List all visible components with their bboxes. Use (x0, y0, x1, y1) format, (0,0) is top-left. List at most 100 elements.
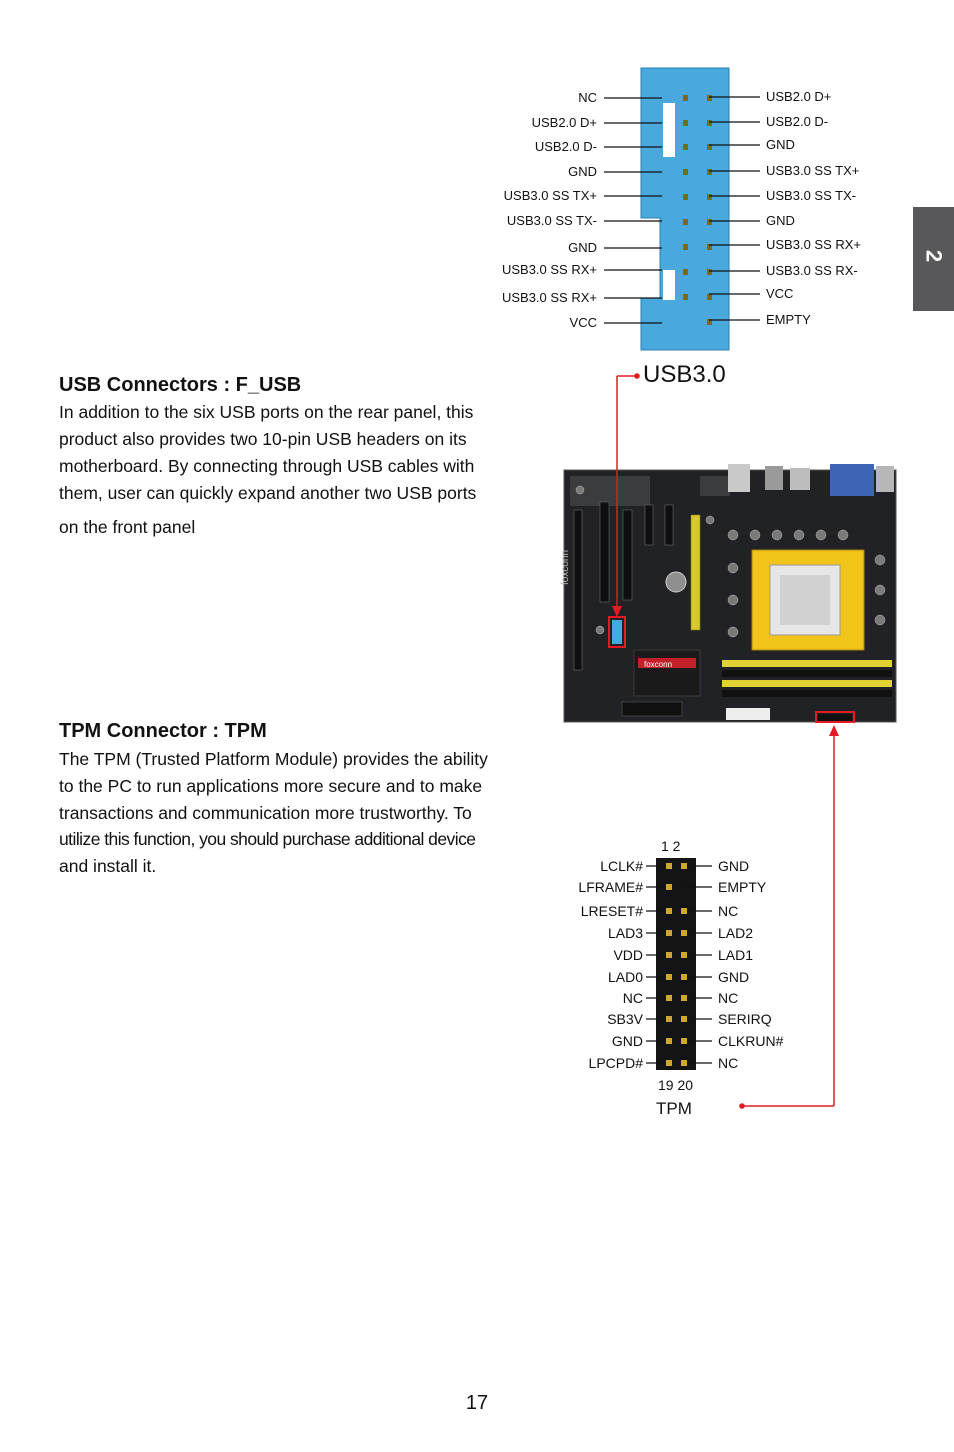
tpm-left-pin-label: LPCPD# (588, 1055, 643, 1071)
tpm-pin (666, 952, 672, 958)
usb3-left-pin-label: GND (568, 164, 597, 179)
tpm-left-pin-label: VDD (613, 947, 643, 963)
motherboard-image: foxconn foxconn (560, 464, 897, 723)
tpm-pin-numbers-bottom: 19 20 (658, 1077, 694, 1093)
tpm-pin (681, 974, 687, 980)
usb3-right-pin-label: USB3.0 SS RX- (766, 263, 858, 278)
usb-section-line-1: In addition to the six USB ports on the … (59, 402, 474, 422)
tpm-pin (666, 1060, 672, 1066)
usb3-header-key-bottom (663, 270, 675, 300)
tpm-section-title: TPM Connector : TPM (59, 720, 267, 742)
usb-section-line-5: on the front panel (59, 517, 196, 537)
tpm-header-body (656, 858, 696, 1070)
usb3-right-pin-label: VCC (766, 286, 794, 301)
chapter-tab: 2 (913, 207, 954, 311)
tpm-left-pin-label: LAD0 (607, 969, 643, 985)
usb3-left-pin-label: USB3.0 SS TX- (506, 213, 597, 228)
usb3-pin (707, 194, 712, 200)
tpm-pin (681, 995, 687, 1001)
tpm-pin (666, 974, 672, 980)
tpm-right-pin-label: NC (718, 903, 739, 919)
tpm-callout-line (739, 725, 839, 1109)
usb3-right-pin-label: EMPTY (766, 312, 811, 327)
usb3-pin (683, 294, 688, 300)
tpm-pin (681, 930, 687, 936)
usb3-callout-line (612, 373, 640, 617)
tpm-left-pin-label: LCLK# (600, 858, 643, 874)
usb3-left-pin-label: USB2.0 D- (534, 139, 597, 154)
usb-section-line-4: them, user can quickly expand another tw… (59, 483, 477, 503)
usb3-pin (683, 144, 688, 150)
usb3-left-pin-label: USB3.0 SS TX+ (503, 188, 597, 203)
usb3-header-key-top (663, 103, 675, 157)
usb3-right-pin-label: USB3.0 SS RX+ (766, 237, 862, 252)
usb3-pin (683, 244, 688, 250)
tpm-left-pin-label: LAD3 (607, 925, 643, 941)
tpm-pin (681, 1016, 687, 1022)
usb3-pin (683, 169, 688, 175)
tpm-right-pin-label: NC (718, 1055, 739, 1071)
usb3-left-pin-label: USB3.0 SS RX+ (501, 262, 597, 277)
tpm-pin-grid (666, 863, 687, 1066)
tpm-section-line-5: and install it. (59, 856, 157, 876)
tpm-right-pin-label: NC (718, 990, 739, 1006)
tpm-pin-numbers-top: 1 2 (661, 838, 681, 854)
tpm-right-pin-label: LAD1 (718, 947, 754, 963)
usb3-left-pin-label: NC (578, 90, 597, 105)
usb3-right-pin-label: USB2.0 D- (766, 114, 829, 129)
heatsink-brand: foxconn (644, 660, 672, 669)
tpm-right-pin-label: GND (718, 858, 750, 874)
usb3-pin (707, 294, 712, 300)
tpm-right-pin-label: EMPTY (718, 879, 767, 895)
usb-section-line-2: product also provides two 10-pin USB hea… (59, 429, 467, 449)
tpm-left-pin-label: LRESET# (580, 903, 643, 919)
tpm-pin (666, 995, 672, 1001)
tpm-pin (666, 930, 672, 936)
tpm-section-line-3: transactions and communication more trus… (59, 803, 472, 823)
tpm-pin (681, 863, 687, 869)
tpm-pin (666, 1038, 672, 1044)
tpm-pin (681, 908, 687, 914)
usb3-pin (707, 120, 712, 126)
usb3-pin (707, 144, 712, 150)
tpm-right-pin-label: CLKRUN# (718, 1033, 784, 1049)
usb3-right-pin-label: GND (766, 137, 795, 152)
tpm-label: TPM (656, 1099, 692, 1118)
tpm-left-pin-label: GND (611, 1033, 643, 1049)
usb3-callout-label: USB3.0 (643, 361, 726, 388)
usb3-pin (683, 95, 688, 101)
usb3-pin-grid (683, 95, 712, 325)
usb3-leader-lines (604, 96, 760, 324)
tpm-left-pin-label: SB3V (607, 1011, 643, 1027)
usb3-pin (707, 169, 712, 175)
usb3-pin (683, 219, 688, 225)
usb3-pin (707, 95, 712, 101)
usb3-left-pin-label: USB3.0 SS RX+ (501, 290, 597, 305)
tpm-pin (666, 863, 672, 869)
usb3-pin (683, 194, 688, 200)
tpm-leader-lines (646, 865, 712, 1064)
usb3-right-pin-label: GND (766, 213, 795, 228)
usb3-left-pin-label: VCC (569, 315, 597, 330)
usb3-left-pin-label: GND (568, 240, 597, 255)
tpm-pin (666, 1016, 672, 1022)
tpm-pin (681, 1060, 687, 1066)
usb3-pin (683, 269, 688, 275)
usb3-header-diagram (604, 67, 760, 351)
usb-section-line-3: motherboard. By connecting through USB c… (59, 456, 475, 476)
usb3-pin (707, 244, 712, 250)
tpm-section-line-2: to the PC to run applications more secur… (59, 776, 483, 796)
usb3-header-body (640, 67, 730, 351)
usb3-pin (707, 269, 712, 275)
page-number: 17 (465, 1392, 489, 1414)
usb3-left-pin-label: USB2.0 D+ (531, 115, 597, 130)
tpm-pin (666, 884, 672, 890)
tpm-header-diagram (646, 858, 712, 1070)
tpm-pin (681, 1038, 687, 1044)
usb3-right-pin-label: USB2.0 D+ (766, 89, 832, 104)
tpm-right-pin-label: SERIRQ (718, 1011, 772, 1027)
usb3-pin (707, 219, 712, 225)
tpm-section-line-1: The TPM (Trusted Platform Module) provid… (59, 749, 488, 769)
tpm-left-pin-label: NC (622, 990, 643, 1006)
